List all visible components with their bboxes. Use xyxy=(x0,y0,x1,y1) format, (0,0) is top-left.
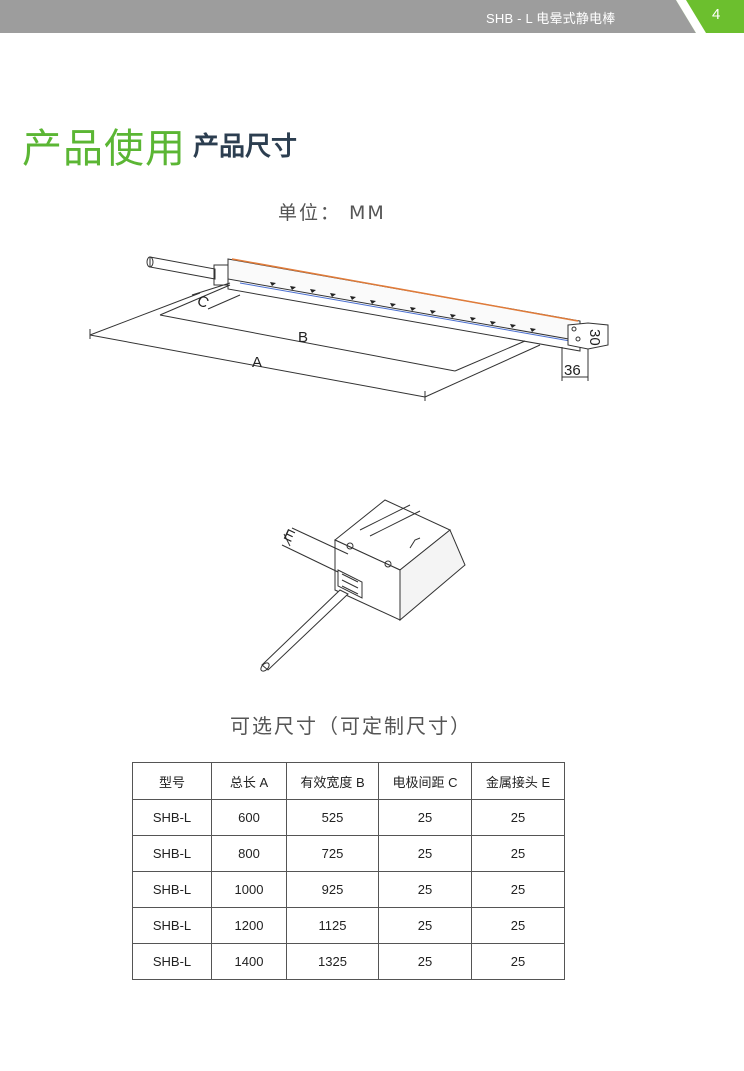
cell-connector: 25 xyxy=(471,943,565,980)
cell-length: 1000 xyxy=(211,871,287,908)
dim-36-label: 36 xyxy=(564,362,581,379)
table-row: SHB-L 1200 1125 25 25 xyxy=(132,907,565,944)
options-title: 可选尺寸（可定制尺寸） xyxy=(230,714,472,738)
section-subtitle: 产品尺寸 xyxy=(193,132,298,162)
cell-model: SHB-L xyxy=(132,907,212,944)
col-header-model: 型号 xyxy=(132,762,212,800)
table-row: SHB-L 800 725 25 25 xyxy=(132,835,565,872)
header-bar: SHB - L 电晕式静电棒 4 xyxy=(0,0,744,33)
page-number: 4 xyxy=(712,6,721,23)
table-header-row: 型号 总长 A 有效宽度 B 电极间距 C 金属接头 E xyxy=(132,762,565,800)
table-row: SHB-L 600 525 25 25 xyxy=(132,799,565,836)
col-header-spacing-c: 电极间距 C xyxy=(378,762,472,800)
cell-connector: 25 xyxy=(471,907,565,944)
document-title: SHB - L 电晕式静电棒 xyxy=(486,11,616,26)
col-header-length-a: 总长 A xyxy=(211,762,287,800)
cell-model: SHB-L xyxy=(132,871,212,908)
unit-label: 单位： MM xyxy=(278,202,386,224)
dim-30-label: 30 xyxy=(586,329,603,346)
size-spec-table: 型号 总长 A 有效宽度 B 电极间距 C 金属接头 E SHB-L 600 5… xyxy=(132,762,565,980)
dim-c-label: C xyxy=(194,292,211,312)
cell-model: SHB-L xyxy=(132,835,212,872)
table-row: SHB-L 1000 925 25 25 xyxy=(132,871,565,908)
cell-length: 600 xyxy=(211,799,287,836)
col-header-connector-e: 金属接头 E xyxy=(471,762,565,800)
cell-spacing: 25 xyxy=(378,907,472,944)
dim-b-label: B xyxy=(298,329,308,346)
col-header-width-b: 有效宽度 B xyxy=(286,762,379,800)
cell-length: 800 xyxy=(211,835,287,872)
cell-model: SHB-L xyxy=(132,799,212,836)
dim-e-label: E xyxy=(281,526,297,546)
cell-connector: 25 xyxy=(471,871,565,908)
connector-detail-diagram: E xyxy=(260,499,466,672)
cell-spacing: 25 xyxy=(378,871,472,908)
cell-width: 1125 xyxy=(286,907,379,944)
cell-spacing: 25 xyxy=(378,799,472,836)
cell-width: 525 xyxy=(286,799,379,836)
header-background xyxy=(0,0,744,33)
cell-width: 1325 xyxy=(286,943,379,980)
cell-length: 1400 xyxy=(211,943,287,980)
section-title: 产品使用 xyxy=(22,126,186,172)
cell-width: 725 xyxy=(286,835,379,872)
cell-width: 925 xyxy=(286,871,379,908)
cell-connector: 25 xyxy=(471,799,565,836)
dim-a-label: A xyxy=(252,354,262,371)
cell-length: 1200 xyxy=(211,907,287,944)
cell-model: SHB-L xyxy=(132,943,212,980)
cell-spacing: 25 xyxy=(378,835,472,872)
table-row: SHB-L 1400 1325 25 25 xyxy=(132,943,565,980)
cell-spacing: 25 xyxy=(378,943,472,980)
cell-connector: 25 xyxy=(471,835,565,872)
bar-dimension-diagram: 30 36 A B C xyxy=(89,256,609,401)
